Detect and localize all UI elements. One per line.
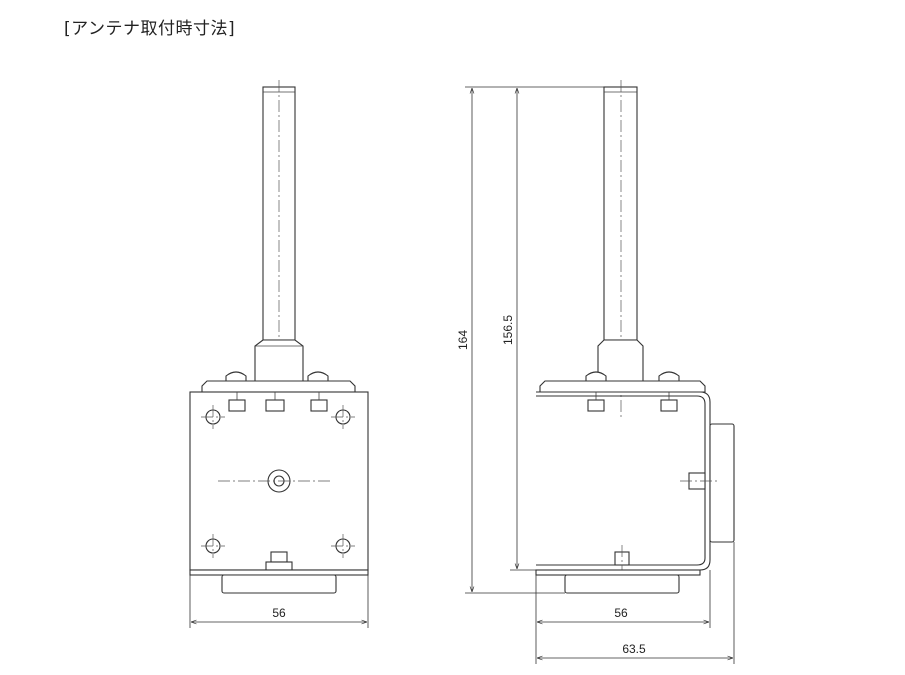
front-rod-collar <box>254 339 304 387</box>
side-antenna-rod <box>603 80 638 418</box>
side-width-inner-label: 56 <box>614 606 628 620</box>
front-magnet-base <box>189 569 369 594</box>
side-view: 164 156.5 56 63.5 <box>456 80 735 664</box>
side-magnet <box>709 423 735 543</box>
side-wall-bolt <box>680 472 720 490</box>
front-top-nuts <box>225 371 329 382</box>
side-bottom-bolt <box>614 545 630 572</box>
side-plate-bolts <box>587 392 678 412</box>
front-width-label: 56 <box>272 606 286 620</box>
side-height-inner-dimension: 156.5 <box>501 88 536 571</box>
front-center-hole <box>218 469 330 493</box>
front-top-plate <box>201 380 356 393</box>
side-magnet-base <box>535 569 701 594</box>
side-height-inner-label: 156.5 <box>501 315 515 345</box>
side-width-total-dimension: 63.5 <box>537 542 735 664</box>
front-plate-bolts <box>228 392 328 412</box>
front-antenna-rod <box>262 80 296 575</box>
side-height-total-label: 164 <box>456 330 470 350</box>
side-top-plate <box>539 371 706 393</box>
side-width-inner-dimension: 56 <box>535 570 711 664</box>
front-view: 56 <box>189 80 369 628</box>
side-width-total-label: 63.5 <box>622 642 646 656</box>
side-height-total-dimension: 164 <box>456 86 604 594</box>
diagram-title: [アンテナ取付時寸法] <box>64 19 236 39</box>
front-corner-holes <box>201 405 355 558</box>
front-width-dimension: 56 <box>189 575 369 628</box>
